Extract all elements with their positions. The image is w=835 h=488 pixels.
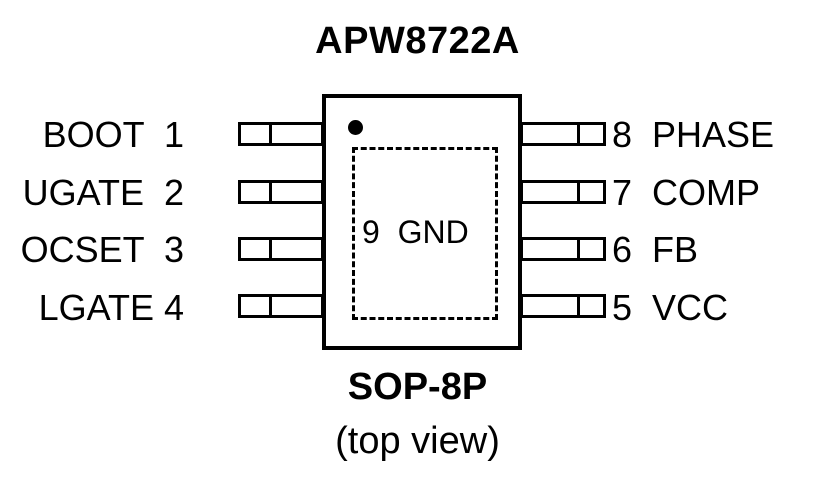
pin-4-label: LGATE 4 [38, 287, 184, 328]
pin-8-label: 8 PHASE [612, 114, 775, 155]
pin-3-label: OCSET 3 [20, 229, 184, 270]
pin-5-lead [520, 294, 606, 318]
pin-5-label: 5 VCC [612, 287, 729, 328]
pin-8-lead [520, 122, 606, 146]
chip-body [322, 94, 522, 350]
pin-2-lead [238, 180, 324, 204]
pin-1-label: BOOT 1 [42, 114, 184, 155]
pin-7-label: 7 COMP [612, 172, 761, 213]
pin-7-lead [520, 180, 606, 204]
exposed-pad-outline [352, 147, 498, 320]
pin-6-label: 6 FB [612, 229, 699, 270]
pin-4-lead [238, 294, 324, 318]
pin-3-lead [238, 237, 324, 261]
exposed-pad-label: 9 GND [362, 214, 469, 250]
chip-title: APW8722A [315, 20, 520, 62]
pin1-marker-dot [348, 120, 363, 135]
package-name: SOP-8P [347, 366, 488, 408]
pin-2-label: UGATE 2 [22, 172, 184, 213]
pin-6-lead [520, 237, 606, 261]
pin-1-lead [238, 122, 324, 146]
view-caption: (top view) [335, 420, 500, 462]
